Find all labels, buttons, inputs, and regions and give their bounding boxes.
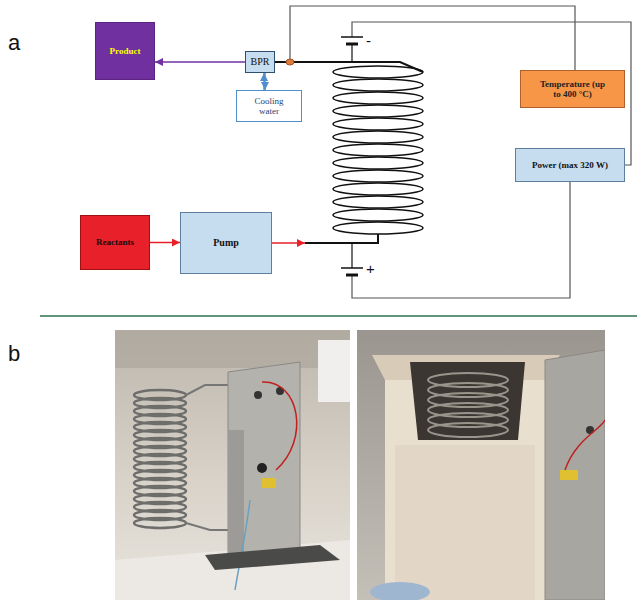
- flow-arrow: [264, 73, 266, 90]
- flow-arrow: [150, 242, 180, 244]
- temperature-box: Temperature (up to 400 °C): [520, 70, 625, 108]
- reactants-box: Reactants: [80, 215, 150, 270]
- circuit-wires: [275, 6, 631, 298]
- bpr-box: BPR: [245, 51, 275, 73]
- coil-photo: [115, 330, 350, 600]
- panel-label: a: [8, 32, 20, 54]
- panel-separator: [40, 315, 637, 317]
- node-text: Product: [110, 46, 141, 56]
- thermocouple: [286, 59, 294, 65]
- node-text: Reactants: [96, 237, 134, 247]
- node-text: Cooling water: [249, 96, 289, 117]
- panel-label: b: [8, 343, 20, 365]
- reactor-coil: [333, 66, 423, 234]
- feed-arrow: [272, 242, 305, 244]
- cooling-box: Cooling water: [236, 90, 302, 122]
- node-text: BPR: [251, 56, 270, 68]
- polarity-sign: +: [366, 261, 375, 276]
- node-text: Pump: [213, 237, 239, 249]
- flow-arrow: [155, 61, 245, 63]
- furnace-photo: [357, 330, 605, 600]
- flow-arrow: [263, 73, 265, 90]
- node-text: Temperature (up to 400 °C): [537, 79, 609, 100]
- polarity-sign: -: [366, 33, 371, 48]
- node-text: Power (max 320 W): [532, 160, 608, 170]
- pump-box: Pump: [180, 212, 272, 274]
- product-box: Product: [95, 22, 155, 80]
- power-box: Power (max 320 W): [515, 148, 625, 182]
